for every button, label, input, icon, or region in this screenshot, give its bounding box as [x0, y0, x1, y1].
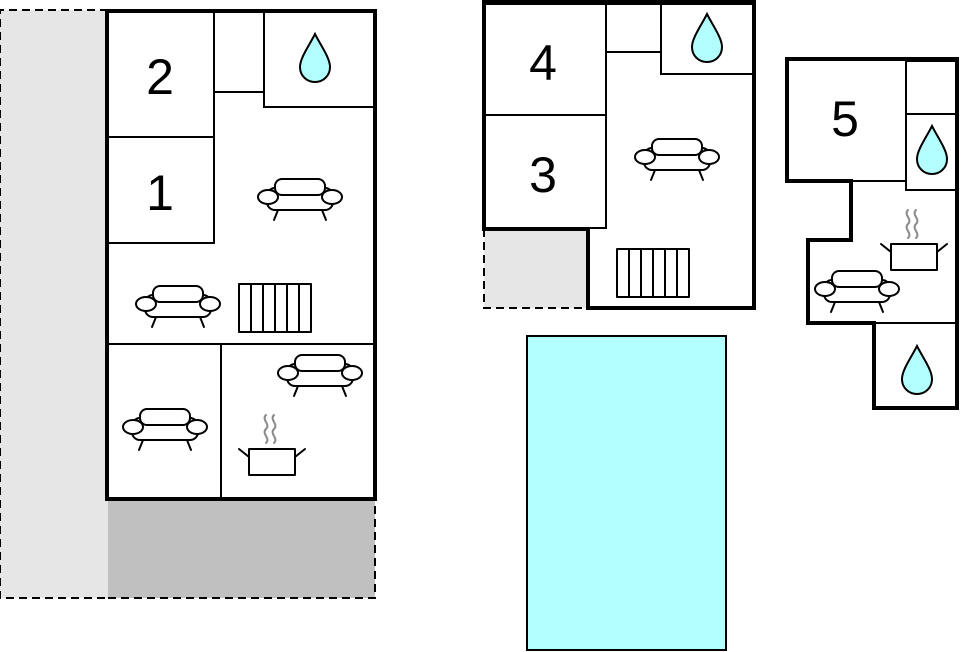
water-drop-icon: [901, 345, 933, 395]
radiator-icon: [238, 283, 312, 333]
room-number-3: 3: [529, 147, 557, 203]
room-number-4: 4: [529, 35, 557, 91]
cooking-pot-icon: [880, 209, 948, 271]
water-drop-icon: [691, 13, 723, 63]
room-number-5: 5: [831, 91, 859, 147]
radiator-icon: [616, 248, 690, 298]
terrace-bottom: [108, 500, 376, 599]
building-a: 2 1: [105, 9, 377, 501]
sofa-icon: [277, 354, 363, 397]
room-number-2: 2: [146, 49, 174, 105]
building-c: 5: [785, 57, 959, 410]
cooking-pot-icon: [238, 414, 306, 476]
swimming-pool: [526, 335, 727, 651]
building-b: 4 3: [482, 0, 756, 310]
water-drop-icon: [916, 125, 948, 175]
room-number-1: 1: [146, 165, 174, 221]
sofa-icon: [122, 408, 208, 451]
sofa-icon: [814, 270, 900, 313]
terrace-middle: [483, 229, 588, 309]
terrace-left: [0, 9, 108, 599]
sofa-icon: [257, 178, 343, 221]
water-drop-icon: [299, 33, 331, 83]
sofa-icon: [135, 285, 221, 328]
sofa-icon: [634, 138, 720, 181]
